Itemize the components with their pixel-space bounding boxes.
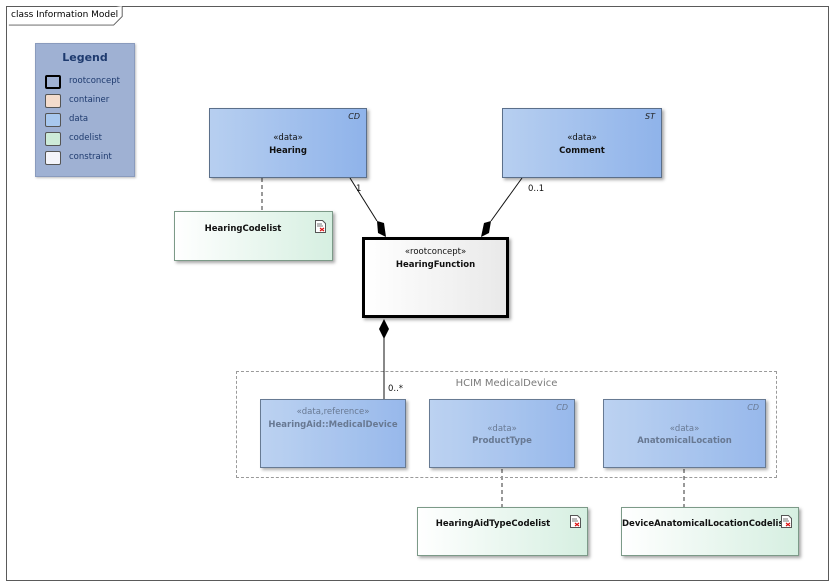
class-name: Hearing <box>269 146 307 156</box>
legend-label: codelist <box>69 133 102 143</box>
legend-item-codelist: codelist <box>45 132 135 148</box>
legend-swatch <box>45 132 61 146</box>
class-product-type[interactable]: CD «data» ProductType <box>429 399 575 468</box>
stereotype-label: «data,reference» <box>296 407 370 417</box>
multiplicity-comment: 0..1 <box>528 184 545 194</box>
class-anatomical-location[interactable]: CD «data» AnatomicalLocation <box>603 399 766 468</box>
frame-title: class Information Model <box>11 10 119 20</box>
legend-label: container <box>69 95 110 105</box>
datatype-label: ST <box>645 112 655 121</box>
codelist-icon <box>315 220 326 233</box>
legend-swatch <box>45 151 61 165</box>
stereotype-label: «data» <box>487 424 517 434</box>
hearing-composition-diamond <box>377 221 386 237</box>
class-name: DeviceAnatomicalLocationCodelist <box>622 519 788 529</box>
multiplicity-medical-device: 0..* <box>388 384 404 394</box>
legend-swatch <box>45 75 61 89</box>
stereotype-label: «rootconcept» <box>404 247 467 257</box>
datatype-label: CD <box>747 403 759 412</box>
diagram-frame <box>6 6 829 581</box>
stereotype-label: «data» <box>567 133 597 143</box>
legend-item-data: data <box>45 113 135 129</box>
legend: Legend rootconcept container data codeli… <box>35 43 135 177</box>
class-device-anatomical-location-codelist[interactable]: DeviceAnatomicalLocationCodelist <box>621 507 799 556</box>
device-composition-diamond <box>379 319 389 339</box>
class-hearing-aid-type-codelist[interactable]: HearingAidTypeCodelist <box>417 507 588 556</box>
frame-tab <box>8 6 123 26</box>
class-hearing[interactable]: CD «data» Hearing <box>209 108 367 178</box>
class-name: Comment <box>559 146 605 156</box>
class-name: HearingAid::MedicalDevice <box>268 420 398 430</box>
codelist-icon <box>570 515 581 528</box>
class-hearing-codelist[interactable]: HearingCodelist <box>174 211 333 261</box>
legend-item-constraint: constraint <box>45 151 135 167</box>
legend-swatch <box>45 113 61 127</box>
class-hearing-function[interactable]: «rootconcept» HearingFunction <box>362 237 509 318</box>
class-medical-device[interactable]: «data,reference» HearingAid::MedicalDevi… <box>260 399 406 468</box>
multiplicity-hearing: 1 <box>356 184 362 194</box>
stereotype-label: «data» <box>273 133 303 143</box>
legend-label: rootconcept <box>69 76 120 86</box>
hearing-composition-line <box>349 177 378 222</box>
class-name: HearingAidTypeCodelist <box>435 519 551 529</box>
datatype-label: CD <box>348 112 360 121</box>
package-title: HCIM MedicalDevice <box>455 378 558 389</box>
class-name: HearingFunction <box>395 260 476 270</box>
datatype-label: CD <box>556 403 568 412</box>
class-name: HearingCodelist <box>204 224 282 234</box>
legend-label: data <box>69 114 89 124</box>
class-comment[interactable]: ST «data» Comment <box>502 108 662 178</box>
legend-item-rootconcept: rootconcept <box>45 75 135 91</box>
legend-swatch <box>45 94 61 108</box>
package-hcim-medicaldevice[interactable]: HCIM MedicalDevice <box>236 371 777 478</box>
class-name: AnatomicalLocation <box>637 436 732 446</box>
codelist-icon <box>781 515 792 528</box>
comment-composition-line <box>490 177 523 222</box>
class-name: ProductType <box>472 436 532 446</box>
comment-composition-diamond <box>481 221 491 237</box>
legend-item-container: container <box>45 94 135 110</box>
stereotype-label: «data» <box>669 424 700 434</box>
legend-title: Legend <box>62 51 108 64</box>
legend-label: constraint <box>69 152 112 162</box>
